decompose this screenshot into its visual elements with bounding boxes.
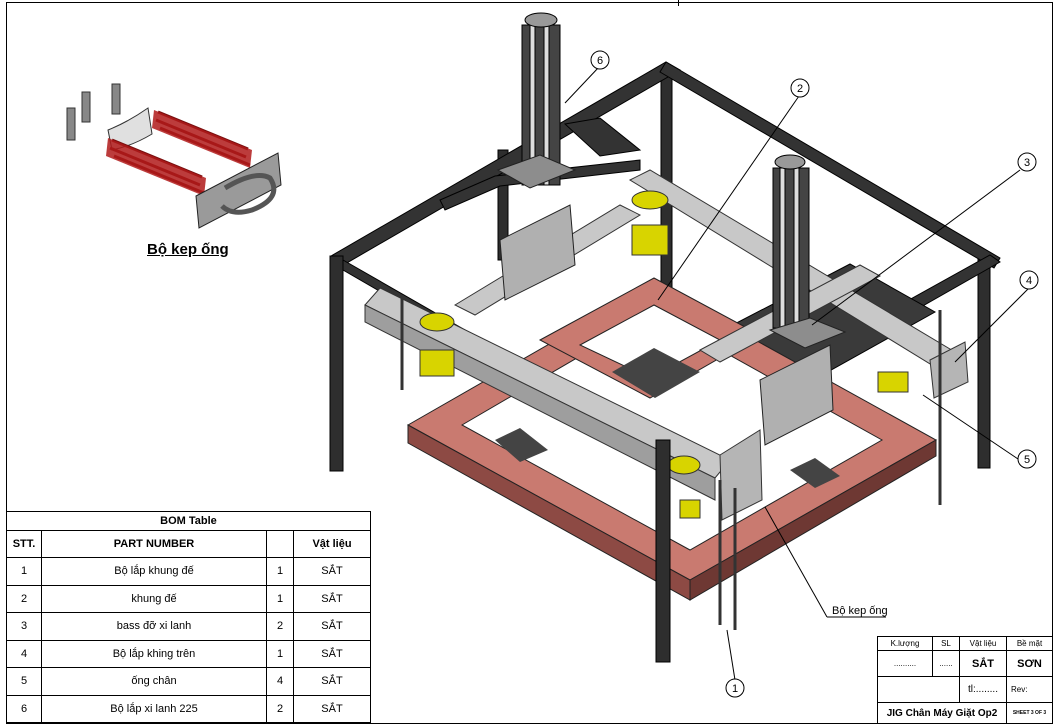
bom-col-material: Vật liệu xyxy=(293,530,371,558)
vat-lieu-value: SẮT xyxy=(959,650,1007,677)
svg-text:3: 3 xyxy=(1024,157,1030,169)
bom-col-stt: STT. xyxy=(6,530,42,558)
balloon-6: 6 xyxy=(590,50,610,70)
sl-label: SL xyxy=(932,636,960,651)
clamp-detail-view xyxy=(66,83,282,229)
scale-label: tl:........ xyxy=(959,676,1007,703)
vat-lieu-label: Vật liệu xyxy=(959,636,1007,651)
spring-fill xyxy=(106,110,252,196)
bushing-part xyxy=(419,190,909,519)
sheet-number: SHEET 3 OF 3 xyxy=(1006,702,1053,724)
balloon-4: 4 xyxy=(1019,270,1039,290)
detail-caption: Bộ kep ống xyxy=(147,241,229,258)
sl-value: ...... xyxy=(932,650,960,677)
pin-part xyxy=(111,83,121,115)
svg-text:4: 4 xyxy=(1026,275,1032,287)
rev-label: Rev: xyxy=(1006,676,1053,703)
bom-col-qty xyxy=(266,530,294,558)
clamp-plate-part xyxy=(195,152,282,229)
svg-text:1: 1 xyxy=(732,683,738,695)
svg-text:5: 5 xyxy=(1024,454,1030,466)
pin-part xyxy=(66,107,76,141)
svg-text:2: 2 xyxy=(797,83,803,95)
pin-part xyxy=(81,91,91,123)
bom-title: BOM Table xyxy=(6,511,371,531)
handle-part xyxy=(220,173,277,215)
title-block: K.lượng SL Vật liệu Bề mặt .......... ..… xyxy=(877,636,1053,724)
air-cylinder-part xyxy=(521,12,810,329)
leader-lines xyxy=(564,66,1031,681)
balloon-2: 2 xyxy=(790,78,810,98)
k-luong-label: K.lượng xyxy=(877,636,933,651)
balloon-1: 1 xyxy=(725,678,745,698)
projection-cell xyxy=(877,676,960,703)
main-assembly-view xyxy=(329,12,1001,663)
svg-text:6: 6 xyxy=(597,55,603,67)
bom-col-part: PART NUMBER xyxy=(41,530,267,558)
be-mat-value: SƠN xyxy=(1006,650,1053,677)
sheet-border xyxy=(6,2,1053,724)
drawing-title: JIG Chân Máy Giặt Op2 xyxy=(877,702,1007,724)
be-mat-label: Bề mặt xyxy=(1006,636,1053,651)
cylinder-bracket-part xyxy=(496,154,847,446)
k-luong-value: .......... xyxy=(877,650,933,677)
callout-note: Bộ kep ống xyxy=(832,605,888,617)
balloon-5: 5 xyxy=(1017,449,1037,469)
zone-mark xyxy=(678,0,679,6)
balloon-3: 3 xyxy=(1017,152,1037,172)
